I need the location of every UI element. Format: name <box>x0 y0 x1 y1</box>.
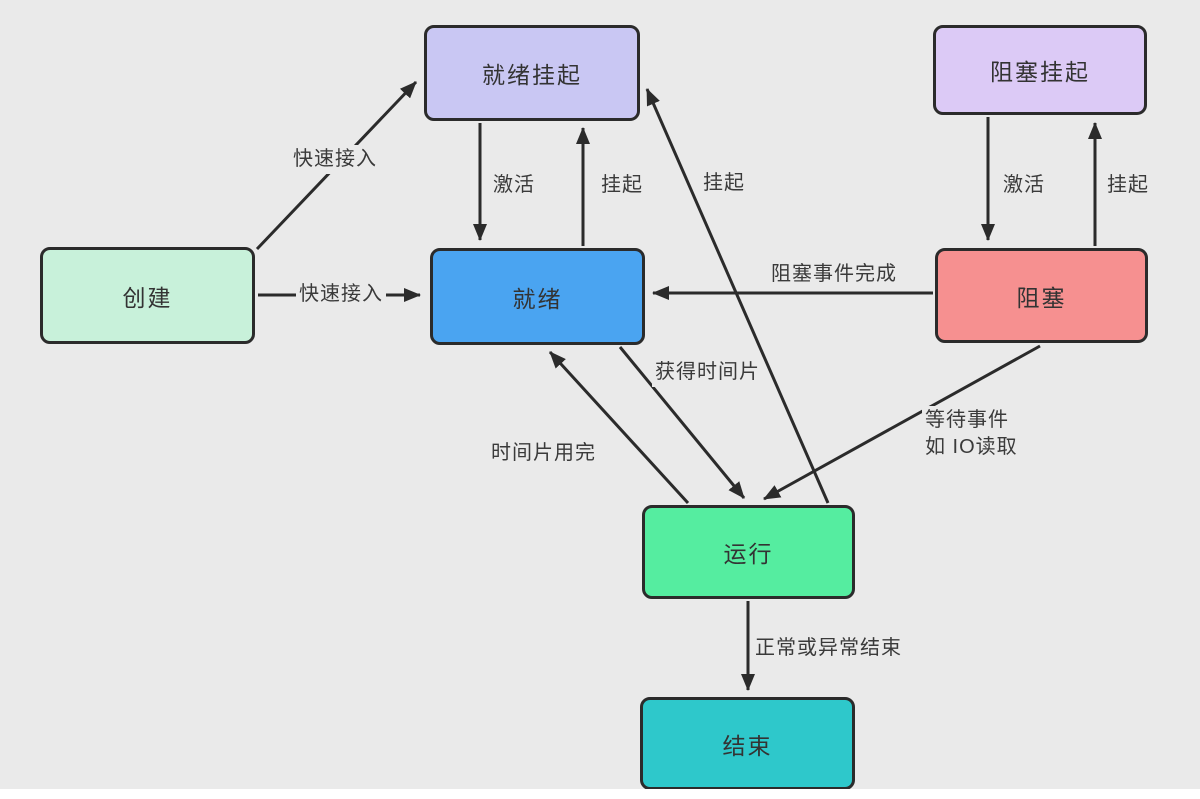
edge-label-wait-event: 等待事件 如 IO读取 <box>922 406 1021 462</box>
edge-label-fast-attach-lower: 快速接入 <box>296 280 386 309</box>
edge-running-to-ready-suspended-suspend <box>645 88 830 504</box>
edge-ready-to-running <box>618 346 746 499</box>
edge-label-normal-abnormal-end: 正常或异常结束 <box>752 634 905 663</box>
edge-label-block-event-done: 阻塞事件完成 <box>768 260 900 289</box>
node-ready: 就绪 <box>430 248 645 345</box>
node-create-label: 创建 <box>122 284 173 311</box>
edge-label-suspend-right: 挂起 <box>1104 171 1152 200</box>
node-ready-label: 就绪 <box>512 285 563 312</box>
node-end: 结束 <box>640 697 855 790</box>
edge-label-timeslice-used: 时间片用完 <box>488 439 599 468</box>
edge-blocked-to-running <box>763 344 1041 501</box>
edge-label-activate-right: 激活 <box>1000 171 1048 200</box>
node-blocked-label: 阻塞 <box>1016 284 1067 311</box>
node-blocked-suspended-label: 阻塞挂起 <box>990 59 1090 85</box>
node-create: 创建 <box>40 247 255 344</box>
node-blocked-suspended: 阻塞挂起 <box>933 25 1147 115</box>
node-running-label: 运行 <box>723 541 774 567</box>
edge-label-activate-left: 激活 <box>490 171 538 200</box>
edge-running-to-ready <box>548 350 690 505</box>
node-end-label: 结束 <box>722 732 773 759</box>
edge-label-get-timeslice: 获得时间片 <box>652 358 763 387</box>
bottom-white-strip <box>0 789 1200 799</box>
node-running: 运行 <box>642 505 855 599</box>
edge-label-suspend-left: 挂起 <box>598 171 646 200</box>
edge-label-suspend-from-running: 挂起 <box>700 169 748 198</box>
edge-label-fast-attach-upper: 快速接入 <box>290 145 380 174</box>
node-ready-suspended: 就绪挂起 <box>424 25 640 121</box>
node-ready-suspended-label: 就绪挂起 <box>482 62 582 88</box>
node-blocked: 阻塞 <box>935 248 1148 343</box>
